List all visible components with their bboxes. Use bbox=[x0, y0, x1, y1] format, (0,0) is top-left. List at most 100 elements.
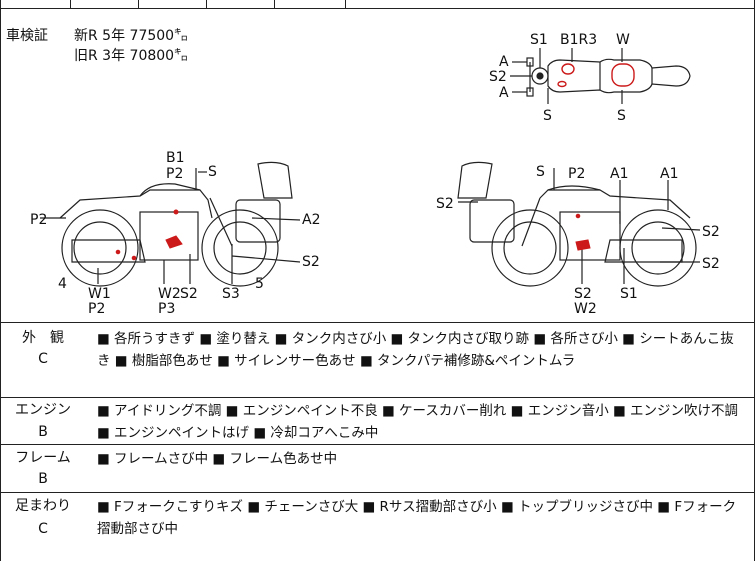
top-label-s2: S2 bbox=[489, 69, 507, 85]
top-label-a-bottom: A bbox=[499, 85, 509, 101]
damage-mark bbox=[561, 63, 575, 75]
header-table-edge bbox=[0, 0, 755, 9]
condition-label: フレーム bbox=[15, 450, 71, 466]
leader-line bbox=[661, 227, 701, 231]
damage-mark bbox=[173, 209, 179, 215]
left-label-5: 5 bbox=[255, 276, 264, 292]
condition-grade: B bbox=[38, 471, 48, 487]
left-label-p2-top: P2 bbox=[166, 166, 183, 182]
condition-grade: C bbox=[38, 351, 48, 367]
damage-mark bbox=[575, 239, 591, 251]
condition-label: 足まわり bbox=[15, 498, 71, 514]
condition-table: 外 観 C ■ 各所うすきず ■ 塗り替え ■ タンク内さび小 ■ タンク内さび… bbox=[0, 322, 755, 561]
top-label-w: W bbox=[616, 32, 630, 48]
damage-mark bbox=[557, 80, 567, 88]
header-divider bbox=[70, 0, 71, 8]
left-label-p2-bottom: P2 bbox=[88, 301, 105, 317]
headlight-center bbox=[536, 72, 544, 80]
damage-mark bbox=[611, 63, 635, 87]
right-label-s2-right-b: S2 bbox=[702, 256, 720, 272]
right-side-bike bbox=[457, 161, 701, 287]
left-label-p3: P3 bbox=[158, 301, 175, 317]
right-label-s1: S1 bbox=[620, 286, 638, 302]
bike-top-outline bbox=[547, 58, 691, 94]
right-label-p2: P2 bbox=[568, 166, 585, 182]
body-top-line bbox=[539, 189, 691, 219]
condition-text: ■ フレームさび中 ■ フレーム色あせ中 bbox=[97, 451, 338, 467]
right-label-s2-bottom: S2 bbox=[574, 286, 592, 302]
front-fork bbox=[209, 197, 233, 247]
left-label-s3: S3 bbox=[222, 286, 240, 302]
inspection-new: 新R 5年 77500㌔ bbox=[74, 28, 189, 44]
left-label-b1: B1 bbox=[166, 150, 185, 166]
top-view-diagram: S1 B1R3 W A S2 A S S bbox=[30, 32, 720, 317]
left-label-w1: W1 bbox=[88, 286, 111, 302]
engine-block bbox=[139, 211, 199, 261]
top-label-s-right: S bbox=[617, 108, 626, 124]
windscreen bbox=[257, 161, 293, 199]
fuel-tank bbox=[547, 185, 601, 191]
right-label-w2: W2 bbox=[574, 301, 597, 317]
inspection-old: 旧R 3年 70800㌔ bbox=[74, 48, 189, 64]
table-divider bbox=[0, 322, 755, 323]
right-label-s2-right-a: S2 bbox=[702, 224, 720, 240]
condition-grade: C bbox=[38, 521, 48, 537]
header-divider bbox=[138, 0, 139, 8]
right-label-s: S bbox=[536, 164, 545, 180]
table-divider bbox=[0, 444, 755, 445]
engine-block bbox=[559, 211, 621, 261]
left-label-a2: A2 bbox=[302, 212, 320, 228]
front-wheel bbox=[201, 209, 279, 287]
top-label-s1: S1 bbox=[530, 32, 548, 48]
condition-label: 外 観 bbox=[22, 330, 64, 346]
damage-mark bbox=[115, 249, 121, 255]
rear-wheel-inner bbox=[631, 221, 685, 275]
right-label-a1-a: A1 bbox=[610, 166, 628, 182]
left-label-w2: W2 bbox=[158, 286, 181, 302]
top-label-a-top: A bbox=[499, 54, 509, 70]
left-label-s: S bbox=[208, 164, 217, 180]
header-divider bbox=[345, 0, 346, 8]
left-side-bike bbox=[40, 161, 301, 287]
leader-line bbox=[231, 255, 301, 263]
left-damage-marks bbox=[115, 209, 183, 261]
condition-text: ■ Fフォークこすりキズ ■ チェーンさび大 ■ Rサス摺動部さび小 ■ トップ… bbox=[97, 499, 737, 537]
front-fairing-box bbox=[235, 199, 281, 243]
muffler-shape bbox=[604, 239, 683, 263]
top-label-s-left: S bbox=[543, 108, 552, 124]
body-top-line bbox=[59, 189, 213, 219]
frame-border bbox=[0, 0, 1, 561]
table-divider bbox=[0, 492, 755, 493]
right-label-s2-left: S2 bbox=[436, 196, 454, 212]
front-fork bbox=[521, 197, 541, 247]
rear-wheel bbox=[61, 209, 139, 287]
left-label-s2-right: S2 bbox=[302, 254, 320, 270]
table-divider bbox=[0, 397, 755, 398]
left-label-p2-left: P2 bbox=[30, 212, 47, 228]
front-fairing-box bbox=[469, 199, 515, 243]
condition-label: エンジン bbox=[15, 402, 71, 418]
condition-grade: B bbox=[38, 424, 48, 440]
damage-mark bbox=[575, 213, 581, 219]
condition-text: ■ アイドリング不調 ■ エンジンペイント不良 ■ ケースカバー削れ ■ エンジ… bbox=[97, 403, 739, 441]
header-divider bbox=[274, 0, 275, 8]
left-label-4: 4 bbox=[58, 276, 67, 292]
front-wheel bbox=[491, 209, 569, 287]
top-label-b1r3: B1R3 bbox=[560, 32, 597, 48]
damage-mark bbox=[165, 235, 183, 249]
condition-text: ■ 各所うすきず ■ 塗り替え ■ タンク内さび小 ■ タンク内さび取り跡 ■ … bbox=[97, 331, 734, 369]
front-wheel-inner bbox=[503, 221, 557, 275]
front-wheel-inner bbox=[213, 221, 267, 275]
leader-line bbox=[251, 217, 301, 221]
muffler-shape bbox=[71, 239, 146, 263]
fuel-tank bbox=[139, 183, 201, 197]
header-divider bbox=[206, 0, 207, 8]
left-label-s2-bottom: S2 bbox=[180, 286, 198, 302]
right-label-a1-b: A1 bbox=[660, 166, 678, 182]
right-damage-marks bbox=[575, 213, 591, 251]
inspection-label: 車検証 bbox=[6, 28, 48, 44]
windscreen bbox=[457, 161, 493, 199]
damage-mark bbox=[131, 255, 137, 261]
rear-wheel-inner bbox=[73, 221, 127, 275]
